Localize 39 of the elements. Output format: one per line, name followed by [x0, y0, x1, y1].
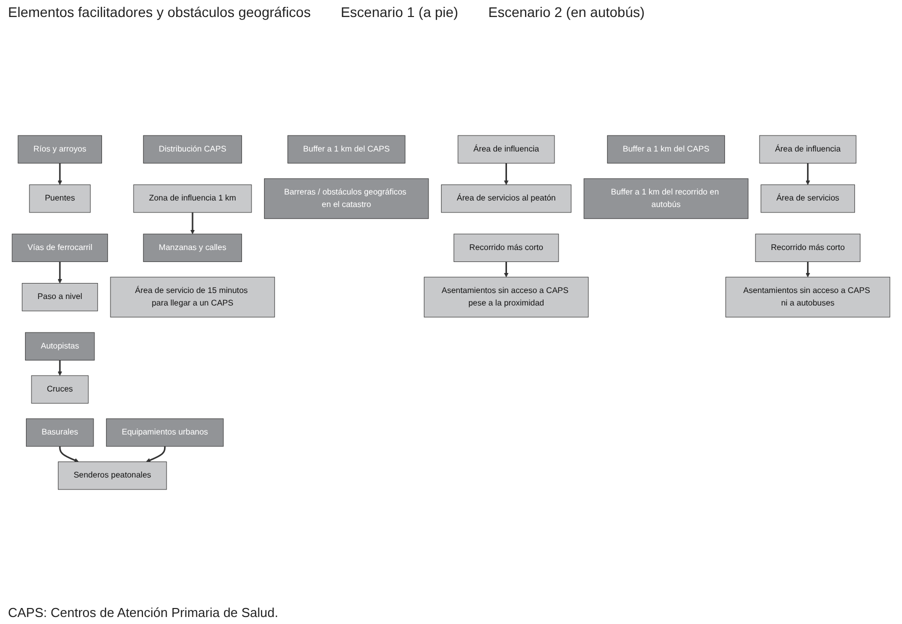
node-box: Asentamientos sin acceso a CAPS ni a autobuses	[725, 276, 890, 318]
node-box: Equipamientos urbanos	[106, 418, 224, 447]
node-box: Basurales	[26, 418, 94, 447]
node-box: Buffer a 1 km del CAPS	[607, 135, 725, 164]
node-box: Ríos y arroyos	[18, 135, 102, 164]
footnote: CAPS: Centros de Atención Primaria de Salud.	[8, 605, 280, 620]
node-box: Área de servicio de 15 minutos para llegar a un CAPS	[110, 276, 275, 318]
arrow	[504, 262, 508, 278]
node-box: Autopistas	[25, 332, 95, 360]
arrow	[806, 262, 810, 278]
node-box: Buffer a 1 km del CAPS	[288, 135, 406, 164]
node-box: Vías de ferrocarril	[12, 234, 108, 262]
arrow	[58, 262, 62, 284]
node-box: Área de influencia	[458, 135, 555, 164]
arrow	[58, 360, 62, 376]
node-box: Área de servicios al peatón	[441, 184, 572, 213]
node-box: Paso a nivel	[22, 283, 98, 312]
arrow	[58, 163, 62, 185]
node-box: Distribución CAPS	[143, 135, 242, 164]
arrow	[504, 163, 508, 185]
node-box: Manzanas y calles	[143, 234, 242, 262]
node-box: Recorrido más corto	[755, 234, 860, 262]
arrow	[190, 212, 195, 234]
section-heading: Escenario 2 (en autobús)	[488, 4, 645, 20]
node-box: Barreras / obstáculos geográficos en el catastro	[264, 178, 429, 219]
arrow	[59, 446, 79, 462]
node-box: Área de servicios	[760, 184, 855, 213]
node-box: Buffer a 1 km del recorrido en autobús	[584, 178, 748, 219]
node-box: Cruces	[31, 375, 89, 404]
section-heading: Escenario 1 (a pie)	[340, 4, 458, 20]
arrow	[146, 446, 166, 462]
node-box: Senderos peatonales	[58, 462, 167, 490]
node-box: Recorrido más corto	[454, 234, 559, 262]
node-box: Área de influencia	[759, 135, 856, 164]
node-box: Zona de influencia 1 km	[133, 184, 252, 213]
node-box: Asentamientos sin acceso a CAPS pese a la proximidad	[424, 276, 589, 318]
node-box: Puentes	[29, 184, 91, 213]
arrow	[806, 163, 810, 185]
section-heading: Elementos facilitadores y obstáculos geográficos	[8, 4, 311, 20]
